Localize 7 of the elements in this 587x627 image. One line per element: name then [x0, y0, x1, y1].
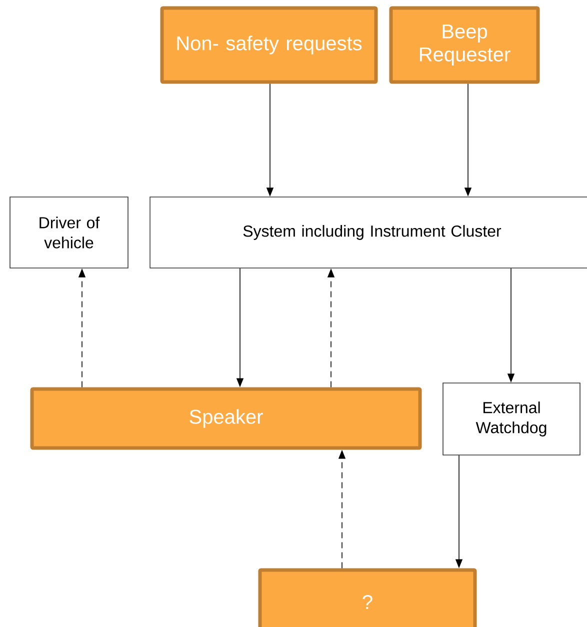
process-box: External Watchdog	[442, 382, 580, 456]
process-box: Beep Requester	[389, 6, 540, 84]
process-box: Non- safety requests	[160, 6, 378, 84]
process-box: Speaker	[30, 387, 422, 450]
process-box: ?	[258, 568, 477, 627]
process-box: Driver of vehicle	[10, 196, 128, 268]
process-box: System including Instrument Cluster	[150, 196, 587, 268]
